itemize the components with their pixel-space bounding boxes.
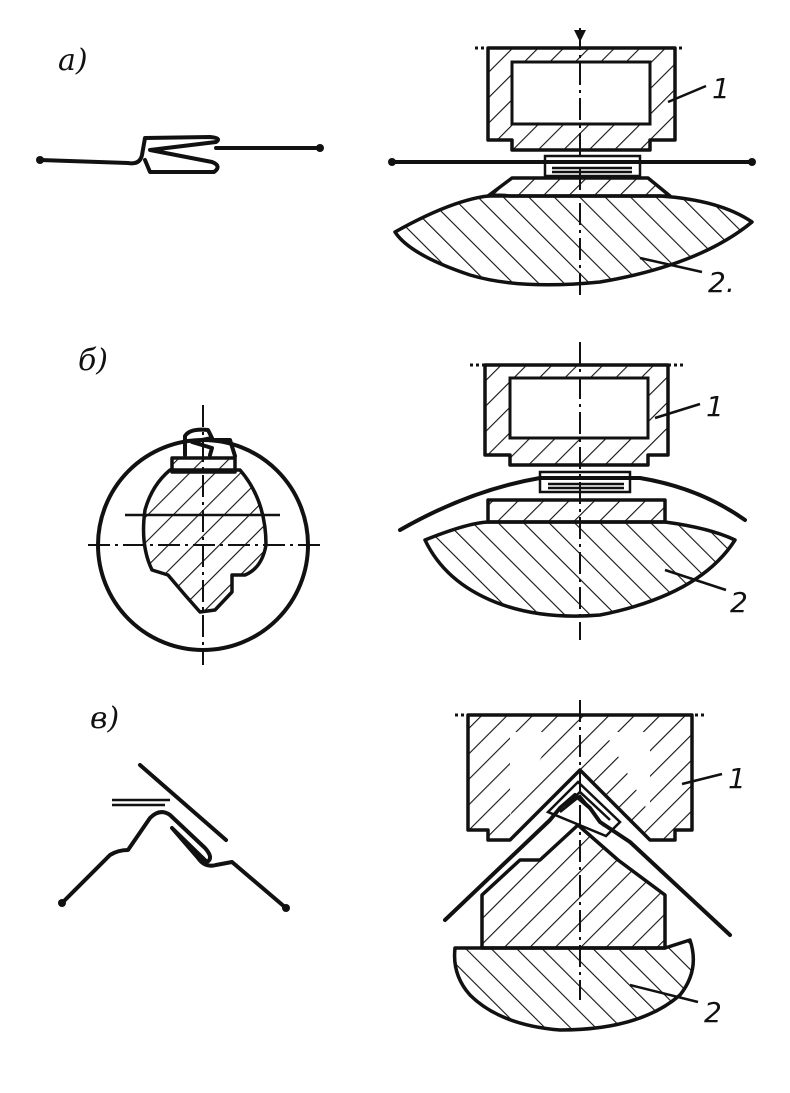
sheet-end-dot xyxy=(748,158,756,166)
panel-a-workpiece xyxy=(388,154,756,178)
panel-v-leader-2: 2 xyxy=(629,983,722,1029)
panel-v-leader-1: 1 xyxy=(681,762,746,795)
panel-v: в) 1 xyxy=(58,700,746,1032)
seam-end-dot xyxy=(36,156,44,164)
panel-a-lower-roller xyxy=(393,176,754,287)
part-label-2: 2 xyxy=(704,996,722,1029)
panel-a-label: а) xyxy=(58,43,88,78)
panel-b-workpiece xyxy=(398,470,747,532)
part-label-1: 1 xyxy=(728,762,746,795)
seam-end-dot xyxy=(316,144,324,152)
panel-v-seam-sketch xyxy=(58,763,290,912)
panel-b-leader-2: 2 xyxy=(664,568,748,619)
axis-arrow xyxy=(574,30,586,42)
seam-end-dot xyxy=(282,904,290,912)
panel-v-upper-roller xyxy=(455,713,705,842)
part-label-1: 1 xyxy=(706,390,724,423)
part-label-2: 2. xyxy=(708,266,735,299)
panel-b-cross-section xyxy=(88,405,320,665)
panel-a: а) 1 xyxy=(36,28,756,299)
panel-b-leader-1: 1 xyxy=(654,390,724,423)
seam-end-dot xyxy=(58,899,66,907)
panel-v-label: в) xyxy=(90,701,119,736)
panel-b-upper-roller xyxy=(470,363,685,467)
panel-a-leader-1: 1 xyxy=(667,72,730,105)
panel-b-label: б) xyxy=(78,343,108,378)
part-label-2: 2 xyxy=(730,586,748,619)
panel-v-lower-roller xyxy=(452,823,696,1032)
part-label-1: 1 xyxy=(712,72,730,105)
panel-a-leader-2: 2. xyxy=(639,256,735,299)
panel-b: б) 1 xyxy=(78,342,748,665)
panel-a-seam-sketch xyxy=(36,135,324,174)
sheet-end-dot xyxy=(388,158,396,166)
